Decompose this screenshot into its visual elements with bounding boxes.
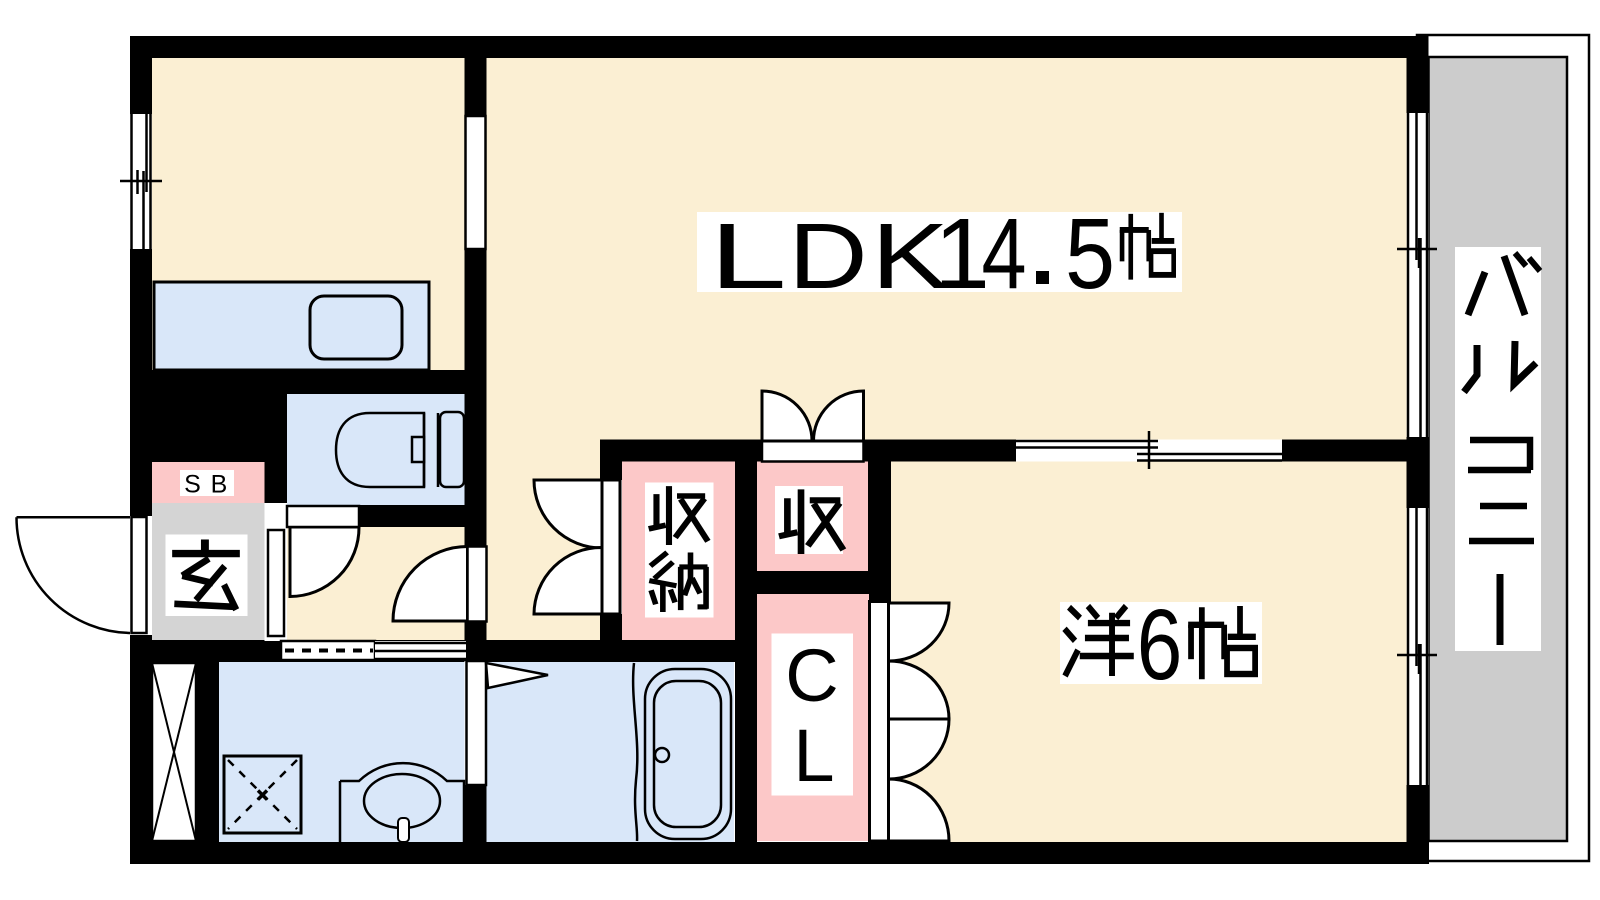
svg-text:K: K [871,205,949,308]
svg-text:1: 1 [934,198,990,310]
svg-text:5: 5 [1065,199,1115,310]
svg-text:S: S [184,471,201,499]
svg-text:4: 4 [981,199,1026,310]
svg-text:6: 6 [1137,589,1183,701]
svg-text:D: D [788,204,867,308]
svg-text:L: L [709,205,787,309]
svg-text:C: C [785,634,838,717]
svg-text:B: B [211,471,228,499]
svg-text:L: L [793,714,834,797]
